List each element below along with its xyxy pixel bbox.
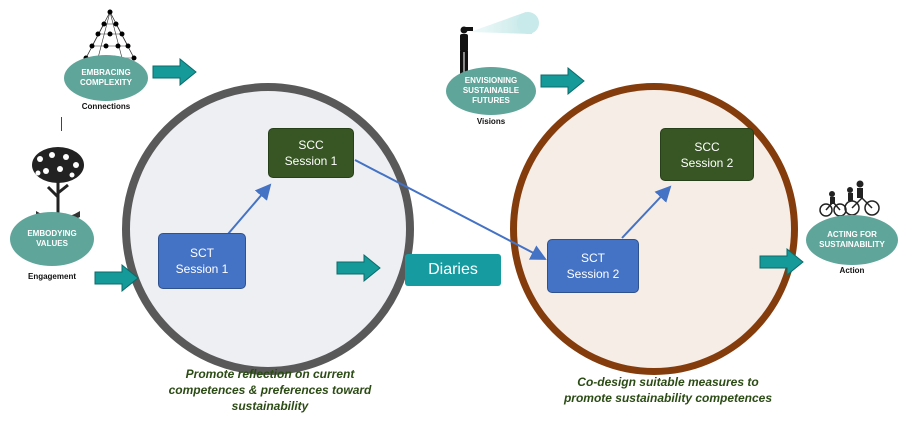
box-line: SCC — [298, 138, 324, 152]
sct-session-1-box: SCT Session 1 — [158, 233, 246, 289]
arrow-futures — [540, 67, 585, 95]
sct2-to-scc2-arrow — [621, 185, 672, 239]
box-line: SCT — [581, 251, 605, 265]
caption-line: competences & preferences toward — [168, 383, 372, 397]
box-line: Session 1 — [284, 154, 338, 168]
oval-line: EMBODYING — [27, 229, 77, 238]
scc-session-1-box: SCC Session 1 — [268, 128, 354, 178]
visions-label: Visions — [476, 117, 506, 126]
arrow-complexity — [152, 58, 197, 86]
arrow-engagement — [94, 264, 139, 292]
box-line: Session 1 — [175, 262, 229, 276]
arrow-acting — [759, 248, 804, 276]
box-line: Session 2 — [680, 155, 734, 170]
embracing-complexity-oval: EMBRACING COMPLEXITY — [64, 55, 148, 101]
acting-for-sustainability-oval: ACTING FOR SUSTAINABILITY — [806, 215, 898, 265]
family-bicycles-icon — [819, 180, 880, 217]
network-pyramid-icon — [83, 9, 137, 61]
oval-line: EMBRACING — [81, 68, 131, 77]
envisioning-futures-oval: ENVISIONING SUSTAINABLE FUTURES — [446, 67, 536, 115]
oval-line: VALUES — [36, 239, 68, 248]
oval-line: ENVISIONING — [464, 76, 518, 85]
oval-line: COMPLEXITY — [79, 78, 132, 87]
divider-mark — [61, 117, 62, 131]
box-line: SCC — [694, 139, 720, 154]
phase-two-caption: Co-design suitable measures to promote s… — [548, 374, 788, 406]
caption-line: Promote reflection on current — [185, 367, 355, 381]
sct1-to-scc1-arrow — [227, 183, 272, 235]
diaries-box: Diaries — [405, 254, 501, 286]
oval-line: SUSTAINABILITY — [819, 240, 885, 249]
oval-line: SUSTAINABLE — [462, 86, 520, 95]
sct-session-2-box: SCT Session 2 — [547, 239, 639, 293]
oval-line: ACTING FOR — [827, 230, 877, 239]
caption-line: Co-design suitable measures to — [577, 375, 759, 389]
caption-line: sustainability — [231, 399, 309, 413]
box-line: SCT — [190, 246, 214, 260]
engagement-label: Engagement — [27, 272, 76, 281]
connections-label: Connections — [81, 102, 131, 111]
scc1-to-sct2-arrow — [354, 159, 547, 260]
embodying-values-oval: EMBODYING VALUES — [10, 212, 94, 266]
person-binoculars-icon — [460, 12, 539, 76]
phase-one-caption: Promote reflection on current competence… — [160, 366, 380, 414]
box-line: Session 2 — [566, 267, 620, 281]
scc-session-2-box: SCC Session 2 — [660, 128, 754, 181]
oval-line: FUTURES — [472, 96, 510, 105]
arrow-to-diaries — [336, 254, 381, 282]
action-label: Action — [839, 266, 865, 275]
caption-line: promote sustainability competences — [563, 391, 773, 405]
